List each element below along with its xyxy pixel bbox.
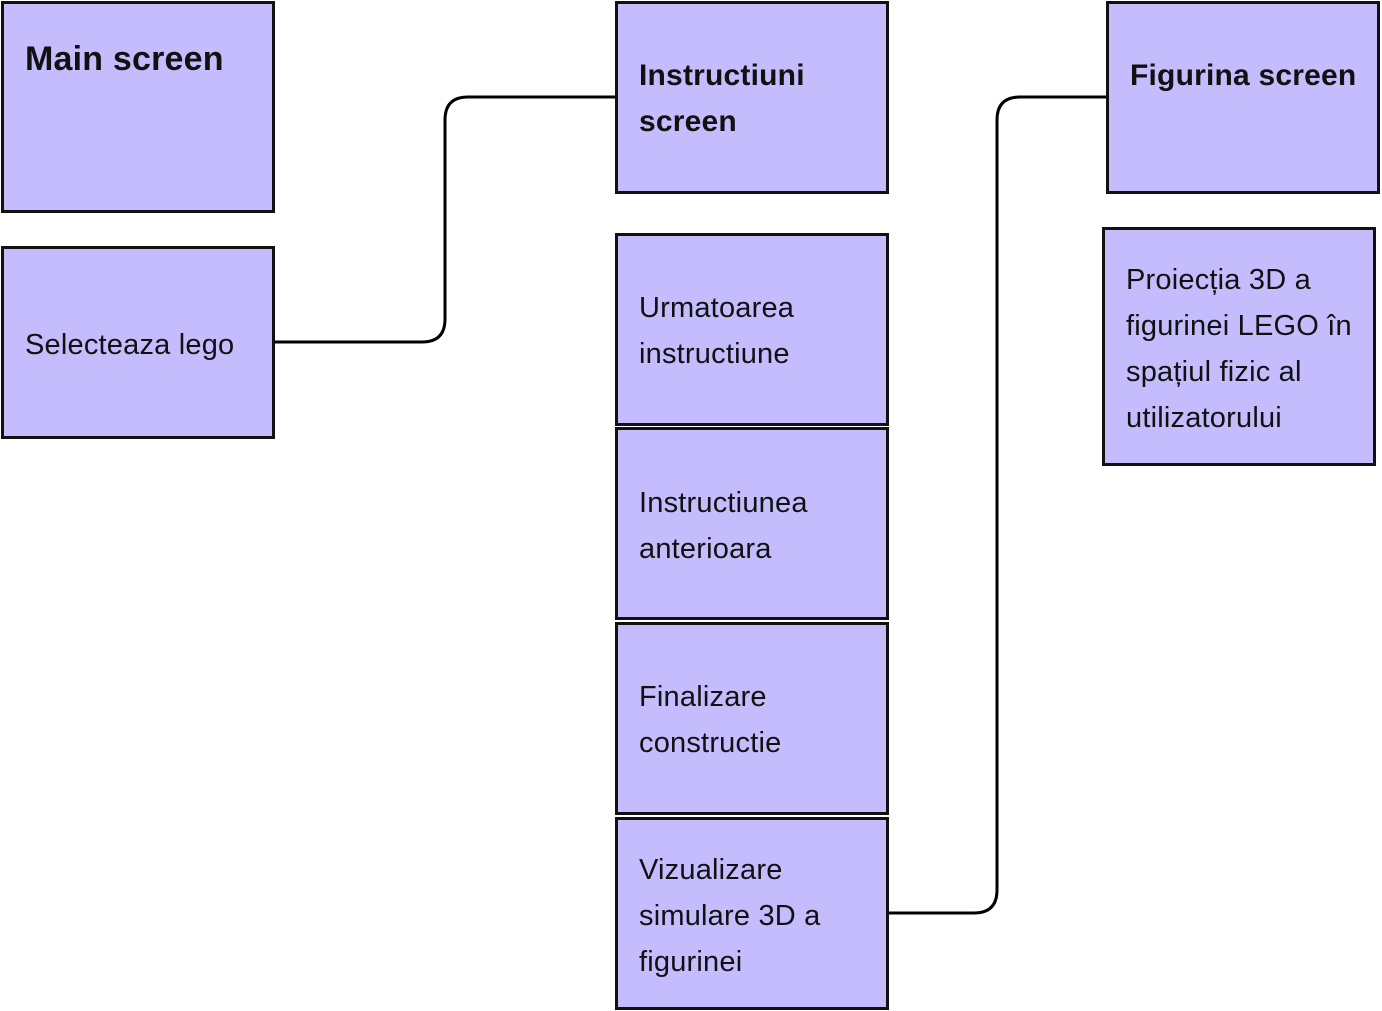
figurina-screen-box: Figurina screen [1106,1,1380,194]
instructiuni-screen-box: Instructiuni screen [615,1,889,194]
instructiunea-anterioara-label: Instructiunea anterioara [639,487,808,565]
main-screen-label: Main screen [25,40,224,78]
main-screen-box: Main screen [1,1,275,213]
instructiuni-screen-label: Instructiuni screen [639,59,805,138]
selecteaza-lego-box: Selecteaza lego [1,246,275,439]
urmatoarea-instructiune-box: Urmatoarea instructiune [615,233,889,426]
urmatoarea-instructiune-label: Urmatoarea instructiune [639,292,795,370]
selecteaza-lego-label: Selecteaza lego [25,329,235,361]
vizualizare-simulare-label: Vizualizare simulare 3D a figurinei [639,854,821,978]
connector-selecteaza-to-instructiuni [275,95,615,344]
finalizare-constructie-box: Finalizare constructie [615,622,889,815]
instructiunea-anterioara-box: Instructiunea anterioara [615,427,889,620]
proiectia-3d-box: Proiecția 3D a figurinei LEGO în spațiul… [1102,227,1376,466]
proiectia-3d-label: Proiecția 3D a figurinei LEGO în spațiul… [1126,264,1352,434]
figurina-screen-label: Figurina screen [1130,59,1357,92]
connector-vizualizare-to-figurina [889,95,1106,915]
finalizare-constructie-label: Finalizare constructie [639,681,782,759]
vizualizare-simulare-box: Vizualizare simulare 3D a figurinei [615,817,889,1010]
